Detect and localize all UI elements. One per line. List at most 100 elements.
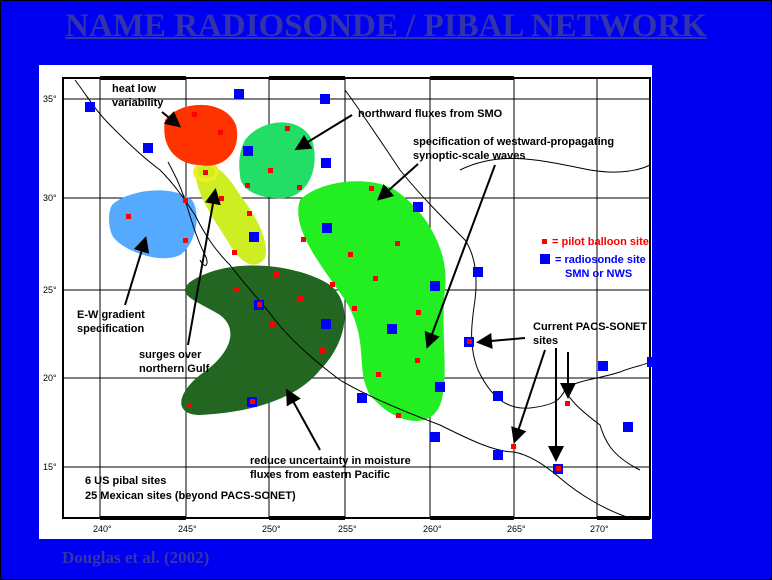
lat-tick: 20° (43, 373, 57, 383)
pibal-site (348, 252, 353, 257)
label-surges: surges over (139, 349, 202, 361)
pibal-site (415, 358, 420, 363)
radiosonde-site (430, 432, 440, 442)
radiosonde-site (321, 319, 331, 329)
radiosonde-site (243, 146, 253, 156)
legend-radiosonde-sublabel: SMN or NWS (565, 268, 632, 280)
radiosonde-site (249, 232, 259, 242)
label-heat-low: variability (112, 97, 164, 109)
pibal-site (511, 444, 516, 449)
pibal-site (234, 287, 239, 292)
pibal-site (183, 238, 188, 243)
label-pacs-sonet: Current PACS-SONET (533, 321, 647, 333)
radiosonde-site (598, 361, 608, 371)
lon-tick: 250° (262, 524, 281, 534)
arrow-pacs-1 (476, 332, 526, 349)
pibal-site (301, 237, 306, 242)
legend-pibal-label: = pilot balloon site (552, 236, 649, 248)
radiosonde-site (493, 450, 503, 460)
lat-tick: 25° (43, 285, 57, 295)
pibal-site (320, 348, 325, 353)
radiosonde-site (143, 143, 153, 153)
pibal-site (218, 130, 223, 135)
pibal-site (395, 241, 400, 246)
label-site-count: 6 US pibal sites (85, 475, 166, 487)
pibal-site (285, 126, 290, 131)
pibal-site (187, 403, 192, 408)
frame-ticks (100, 76, 650, 520)
arrow-heat-low (161, 111, 182, 128)
pibal-site (219, 196, 224, 201)
arrow-ew-gradient (124, 236, 150, 306)
pibal-site (245, 183, 250, 188)
pibal-site (467, 339, 472, 344)
citation: Douglas et al. (2002) (62, 548, 210, 567)
arrow-westward-2 (424, 164, 496, 349)
arrow-westward (377, 163, 419, 201)
label-westward: synoptic-scale waves (413, 150, 526, 162)
label-ew-gradient: E-W gradient (77, 309, 145, 321)
pibal-site (556, 466, 561, 471)
slide-title: NAME RADIOSONDE / PIBAL NETWORK (0, 8, 772, 45)
pibal-site (183, 198, 188, 203)
radiosonde-site (321, 158, 331, 168)
radiosonde-site (435, 382, 445, 392)
pibal-site (270, 322, 275, 327)
lat-tick: 35° (43, 94, 57, 104)
label-moisture: reduce uncertainty in moisture (250, 455, 411, 467)
lat-tick: 15° (43, 462, 57, 472)
arrow-pacs-2 (511, 349, 546, 444)
pibal-site (192, 112, 197, 117)
arrow-moisture (286, 388, 321, 451)
pibal-site (396, 413, 401, 418)
region-westward-waves (298, 181, 446, 422)
radiosonde-site (647, 357, 657, 367)
radiosonde-site (322, 223, 332, 233)
label-site-count: 25 Mexican sites (beyond PACS-SONET) (85, 490, 296, 502)
lon-tick: 240° (93, 524, 112, 534)
radiosonde-site (623, 422, 633, 432)
lon-tick: 245° (178, 524, 197, 534)
pibal-site (203, 170, 208, 175)
radiosonde-site (430, 281, 440, 291)
coastline (74, 79, 651, 519)
lon-tick: 255° (338, 524, 357, 534)
pibal-site (247, 211, 252, 216)
pibal-site (257, 302, 262, 307)
pibal-site (298, 296, 303, 301)
pibal-site (268, 168, 273, 173)
radiosonde-site (493, 391, 503, 401)
pibal-site (416, 310, 421, 315)
label-surges: northern Gulf (139, 363, 210, 375)
map-border (62, 77, 651, 519)
legend-radiosonde-swatch (540, 254, 550, 264)
region-smo (239, 122, 315, 199)
legend: = pilot balloon site = radiosonde site S… (540, 236, 649, 280)
radiosonde-site (387, 324, 397, 334)
radiosonde-site (85, 102, 95, 112)
pibal-sites (126, 112, 570, 471)
pibal-site (369, 186, 374, 191)
pibal-site (126, 214, 131, 219)
arrow-smo (294, 114, 353, 151)
region-heat-low (164, 104, 238, 166)
label-ew-gradient: specification (77, 323, 145, 335)
pibal-site (330, 282, 335, 287)
pibal-site (352, 306, 357, 311)
lon-tick: 260° (423, 524, 442, 534)
radiosonde-site (234, 89, 244, 99)
label-smo: northward fluxes from SMO (358, 108, 503, 120)
pibal-site (232, 250, 237, 255)
slide-title-text: NAME RADIOSONDE / PIBAL NETWORK (65, 8, 707, 44)
label-heat-low: heat low (112, 83, 156, 95)
label-westward: specification of westward-propagating (413, 136, 614, 148)
lon-tick: 265° (507, 524, 526, 534)
pibal-site (373, 276, 378, 281)
radiosonde-site (320, 94, 330, 104)
pibal-site (297, 185, 302, 190)
legend-radiosonde-label: = radiosonde site (555, 254, 646, 266)
radiosonde-site (357, 393, 367, 403)
legend-pibal-swatch (542, 239, 547, 244)
pibal-site (250, 399, 255, 404)
lon-tick: 270° (590, 524, 609, 534)
